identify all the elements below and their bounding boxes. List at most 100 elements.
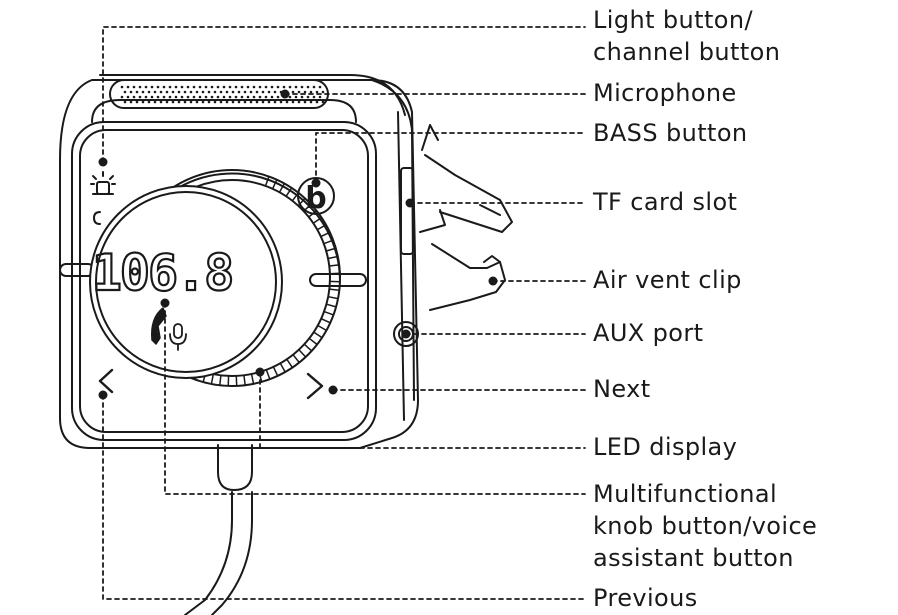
knob-ridge — [323, 239, 334, 245]
grille-dot — [258, 95, 262, 99]
grille-dot — [297, 90, 301, 94]
grille-dot — [288, 85, 292, 89]
grille-dot — [258, 85, 262, 89]
channel-icon-fragment — [93, 211, 101, 225]
leader-knob-button-dot — [160, 298, 170, 308]
grille-dot — [243, 100, 247, 104]
grille-dot — [168, 85, 172, 89]
grille-dot — [183, 100, 187, 104]
grille-dot — [291, 90, 295, 94]
grille-dot — [321, 90, 325, 94]
grille-dot — [177, 90, 181, 94]
grille-dot — [297, 100, 301, 104]
usb-cable — [184, 444, 253, 615]
grille-dot — [150, 95, 154, 99]
grille-dot — [180, 85, 184, 89]
label-light-button: Light button/channel button — [593, 6, 781, 66]
grille-dot — [210, 85, 214, 89]
grille-dot — [288, 95, 292, 99]
light-icon — [90, 171, 116, 195]
grille-dot — [135, 100, 139, 104]
grille-dot — [183, 90, 187, 94]
leader-microphone-dot — [280, 89, 290, 99]
grille-dot — [309, 100, 313, 104]
knob-ridge — [308, 337, 318, 346]
grille-dot — [246, 95, 250, 99]
knob-ridge — [327, 295, 339, 300]
knob-ridge — [271, 178, 278, 190]
grille-dot — [231, 90, 235, 94]
grille-dot — [132, 85, 136, 89]
grille-dot — [309, 90, 313, 94]
grille-dot — [123, 100, 127, 104]
knob-ridge — [312, 216, 323, 224]
grille-dot — [270, 95, 274, 99]
grille-dot — [216, 95, 220, 99]
grille-dot — [276, 85, 280, 89]
grille-dot — [156, 85, 160, 89]
grille-dot — [192, 85, 196, 89]
leader-previous-dot — [98, 390, 108, 400]
grille-dot — [198, 95, 202, 99]
grille-dot — [234, 95, 238, 99]
knob-ridge — [279, 362, 286, 373]
grille-dot — [204, 85, 208, 89]
grille-dot — [249, 100, 253, 104]
grille-dot — [315, 100, 319, 104]
label-microphone: Microphone — [593, 79, 737, 107]
label-bass-button: BASS button — [593, 119, 748, 147]
grille-dot — [207, 100, 211, 104]
grille-dot — [300, 95, 304, 99]
chevron-right-icon — [306, 372, 324, 400]
grille-dot — [261, 100, 265, 104]
grille-dot — [303, 100, 307, 104]
grille-dot — [177, 100, 181, 104]
knob-ridge — [265, 369, 271, 380]
grille-dot — [195, 100, 199, 104]
grille-dot — [267, 90, 271, 94]
grille-dot — [207, 90, 211, 94]
label-next: Next — [593, 375, 651, 403]
knob-ridge — [250, 373, 255, 385]
grille-dot — [168, 95, 172, 99]
device-body — [59, 74, 419, 449]
grille-dot — [312, 95, 316, 99]
grille-dot — [246, 85, 250, 89]
grille-dot — [219, 100, 223, 104]
grille-dot — [129, 90, 133, 94]
grille-dot — [249, 90, 253, 94]
grille-dot — [267, 100, 271, 104]
leader-bass-button — [315, 132, 586, 184]
grille-dot — [234, 85, 238, 89]
knob-ridge — [320, 317, 332, 324]
grille-dot — [186, 85, 190, 89]
grille-dot — [222, 95, 226, 99]
grille-dot — [186, 95, 190, 99]
grille-dot — [228, 95, 232, 99]
grille-dot — [318, 85, 322, 89]
grille-dot — [174, 95, 178, 99]
grille-dot — [174, 85, 178, 89]
knob-ridge — [272, 366, 279, 377]
knob-ridge — [316, 224, 327, 231]
knob-ridge — [303, 343, 313, 352]
knob-ridge — [219, 374, 222, 387]
grille-dot — [159, 100, 163, 104]
grille-dot — [228, 85, 232, 89]
mic-icon — [169, 323, 187, 351]
bass-b-letter: b — [305, 181, 326, 216]
tf-card-slot-shape — [400, 167, 414, 255]
leader-tf-card-slot-dot — [405, 198, 415, 208]
grille-dot — [264, 95, 268, 99]
grille-dot — [321, 100, 325, 104]
grille-dot — [171, 90, 175, 94]
leader-light-button-dot — [98, 157, 108, 167]
grille-dot — [225, 90, 229, 94]
label-led-display: LED display — [593, 433, 738, 461]
knob-ridge — [325, 303, 337, 308]
grille-dot — [180, 95, 184, 99]
grille-dot — [291, 100, 295, 104]
knob-ridge — [285, 187, 293, 198]
grille-dot — [312, 85, 316, 89]
